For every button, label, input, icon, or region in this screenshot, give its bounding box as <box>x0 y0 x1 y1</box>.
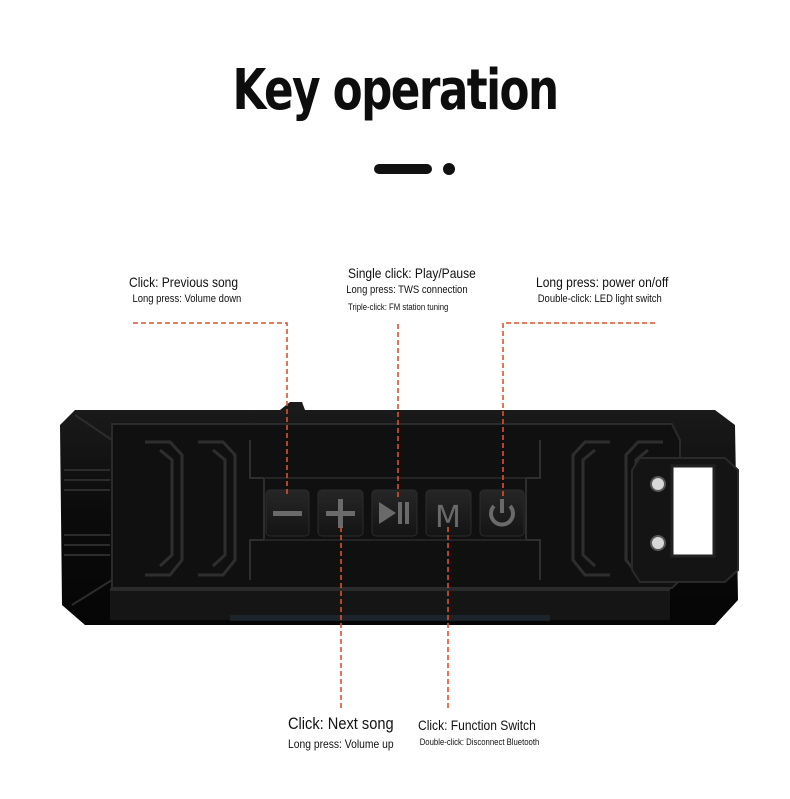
power-icon <box>489 499 515 527</box>
volume-down-button[interactable] <box>265 489 310 537</box>
leader-line-volume-down <box>133 322 288 497</box>
callout-volume-down-long: Long press: Volume down <box>132 293 242 305</box>
title-divider-dot <box>443 163 455 175</box>
plus-icon <box>326 499 355 528</box>
callout-volume-up-long: Long press: Volume up <box>288 737 394 751</box>
callout-play-single: Single click: Play/Pause <box>348 265 476 281</box>
callout-volume-up: Click: Next song Long press: Volume up <box>288 714 411 751</box>
title-divider-dash <box>374 164 432 174</box>
mode-button[interactable]: M <box>425 489 472 537</box>
callout-power-double: Double-click: LED light switch <box>537 293 662 305</box>
minus-icon <box>273 511 302 516</box>
callout-play-long: Long press: TWS connection <box>346 284 468 296</box>
callout-play-pause: Single click: Play/Pause Long press: TWS… <box>346 265 497 312</box>
play-pause-icon <box>379 502 409 524</box>
callout-mode-click: Click: Function Switch <box>418 717 536 733</box>
callout-volume-down-click: Click: Previous song <box>129 274 239 290</box>
page-title: Key operation <box>232 58 560 123</box>
play-pause-button[interactable] <box>371 489 418 537</box>
strap-lug <box>631 457 739 583</box>
power-button[interactable] <box>479 489 525 537</box>
leader-line-power <box>502 322 655 497</box>
callout-volume-down: Click: Previous song Long press: Volume … <box>129 274 260 305</box>
callout-play-triple: Triple-click: FM station tuning <box>348 302 449 312</box>
callout-power: Long press: power on/off Double-click: L… <box>536 274 690 305</box>
callout-mode-double: Double-click: Disconnect Bluetooth <box>419 737 540 747</box>
callout-mode: Click: Function Switch Double-click: Dis… <box>418 717 559 747</box>
leader-lines <box>133 322 655 710</box>
lug-screw-bottom <box>650 535 666 551</box>
lug-screw-top <box>650 476 666 492</box>
callout-volume-up-click: Click: Next song <box>288 714 394 733</box>
callout-power-long: Long press: power on/off <box>536 274 669 290</box>
